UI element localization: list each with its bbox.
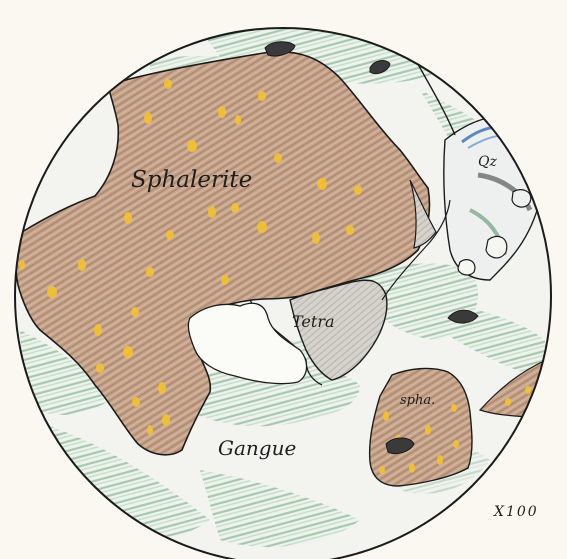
magnification-label: X100 xyxy=(493,504,539,520)
quartz-inclusion xyxy=(458,260,475,275)
label-sphalerite: Sphalerite xyxy=(131,167,252,193)
label-gangue: Gangue xyxy=(218,436,296,460)
label-tetra: Tetra xyxy=(292,312,335,331)
label-qz: Qz xyxy=(478,154,497,170)
quartz-inclusion xyxy=(486,236,507,258)
label-spha: spha. xyxy=(400,393,435,408)
sphalerite-grain-small xyxy=(370,368,472,486)
quartz-inclusion xyxy=(512,190,531,207)
